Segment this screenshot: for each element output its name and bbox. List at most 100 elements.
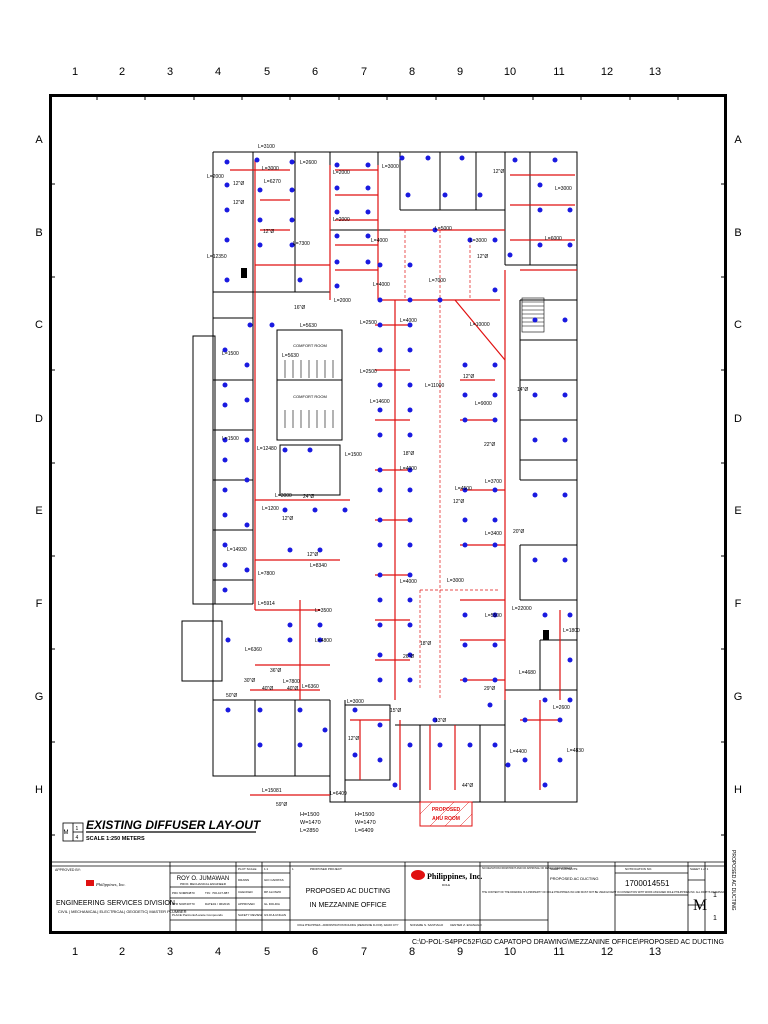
grid-col-5: 5 [263,66,271,78]
hw-label-1: H=1500 [300,812,319,818]
proposed-ahu-room: PROPOSED AHU ROOM [419,801,473,827]
tb-dole-brand: Philippines, Inc. [427,872,482,881]
tb-plot-scale-label: PLOT SCALE [238,867,256,871]
tb-division: ENGINEERING SERVICES DIVISION [56,900,175,907]
dim-label: L=1500 [345,452,362,458]
tb-checked-value: RP ALONZO [264,890,282,894]
grid-col-13-bottom: 13 [648,946,662,958]
duct-size-labels: 12"Ø 12"Ø 12"Ø 16"Ø 18"Ø 24"Ø 30"Ø 36"Ø … [226,169,528,808]
legend-marker-mid: M [64,830,69,836]
grid-col-4-bottom: 4 [214,946,222,958]
dim-label: L=8340 [310,563,327,569]
tb-place-value: Pantronic/Lanote Compounds [183,913,223,917]
duct-size-label: 40"Ø [287,686,298,692]
dim-label: L=2000 [333,170,350,176]
dim-label: L=6409 [330,791,347,797]
grid-row-f-right: F [734,598,742,610]
dim-label: L=22000 [512,606,532,612]
tb-place-label: PLACE: [172,913,183,917]
dim-label: L=2000 [207,174,224,180]
dim-label: L=3000 [447,578,464,584]
duct-size-label: 12"Ø [282,516,293,522]
tb-client-note: NO DEVIATION FROM PRINT AND NO APPROVAL … [482,867,573,870]
dim-label: L=4500 [455,486,472,492]
grid-col-6-bottom: 6 [311,946,319,958]
staircase [521,297,545,333]
tb-dole-sub: DOLE [442,883,450,887]
dim-label: L=2600 [553,705,570,711]
duct-size-label: 12"Ø [477,254,488,260]
hw-label-3: L=2850 [300,828,319,834]
grid-row-b-right: B [734,227,742,239]
grid-row-b: B [35,227,43,239]
grid-row-e-right: E [734,505,742,517]
equipment-blocks [241,268,549,640]
diffusers [222,155,573,788]
dole-logo-mark [411,870,425,880]
drawing-sheet-frame [49,94,727,934]
grid-col-1-bottom: 1 [71,946,79,958]
tb-rev-label: 1 [292,867,294,871]
duct-size-label: 13"Ø [435,718,446,724]
frame-ticks [49,94,727,836]
duct-size-label: 12"Ø [348,736,359,742]
ahu-room-label-2: AHU ROOM [432,816,460,822]
comfort-room-1-label: COMFORT ROOM [293,343,327,348]
legend-title: EXISTING DIFFUSER LAY-OUT [86,818,262,832]
tb-safety-value: GS DULUNGAN [264,913,286,917]
tb-approved-by-label: APPROVED BY: [55,868,81,872]
tb-tin-label: TIN: [205,891,211,895]
grid-col-10-bottom: 10 [503,946,517,958]
dim-label: L=14600 [370,399,390,405]
hw-label-5: W=1470 [355,820,376,826]
dim-label: L=3000 [347,699,364,705]
dim-label: L=7800 [283,679,300,685]
dim-label: L=3000 [470,238,487,244]
tb-prc-value: 0054870 [183,891,195,895]
dim-label: L=12480 [257,446,277,452]
dim-label: L=4000 [373,282,390,288]
dim-label: L=5630 [300,323,317,329]
tb-plot-scale-value: 1:1 [264,867,269,871]
dim-label: L=12350 [207,254,227,260]
tb-vertical-text: PROPOSED AC DUCTING [730,850,736,911]
dim-label: L=11000 [425,383,444,389]
duct-size-label: 29"Ø [484,686,495,692]
duct-size-label: 36"Ø [270,668,281,674]
grid-col-7-bottom: 7 [360,946,368,958]
tb-prc-label: PRC NO.: [172,891,186,895]
dim-label: L=14930 [227,547,247,553]
grid-col-3-bottom: 3 [166,946,174,958]
comfort-room-2-label: COMFORT ROOM [293,394,327,399]
dim-label: L=4000 [400,318,417,324]
duct-size-label: 12"Ø [463,374,474,380]
tb-tin-value: 700-107-887 [212,891,229,895]
dim-label: L=4800 [315,638,332,644]
dim-label: L=4000 [400,466,417,472]
dashed-duct-lines [404,230,500,700]
grid-row-h-right: H [734,784,742,796]
duct-size-label: 20"Ø [513,529,524,535]
tb-ptr-value: 3740770 [183,902,195,906]
grid-row-g: G [34,691,44,703]
tb-notification-value: 1700014551 [625,879,670,888]
dim-label: L=1500 [222,351,239,357]
tb-sheet-contents-value: PROPOSED AC DUCTING [550,876,598,881]
duct-size-label: 24"Ø [303,494,314,500]
tb-division-sub: CIVIL | MECHANICAL| ELECTRICAL| GEODETIC… [58,909,187,914]
dim-label: L=4000 [400,579,417,585]
tb-company-logo-text: Philippines, Inc. [95,882,126,888]
grid-col-4: 4 [214,66,222,78]
grid-row-e: E [35,505,43,517]
dim-label: L=4400 [510,749,527,755]
dim-label: L=6000 [545,236,562,242]
company-logo-mark [86,880,94,886]
grid-row-a: A [35,134,43,146]
duct-size-label: 12"Ø [453,499,464,505]
grid-col-12: 12 [600,66,614,78]
ahu-room-label-1: PROPOSED [432,807,461,813]
duct-size-label: 40"Ø [262,686,273,692]
legend-marker-top: 1 [76,826,79,832]
dim-label: L=2500 [360,320,377,326]
grid-col-1: 1 [71,66,79,78]
